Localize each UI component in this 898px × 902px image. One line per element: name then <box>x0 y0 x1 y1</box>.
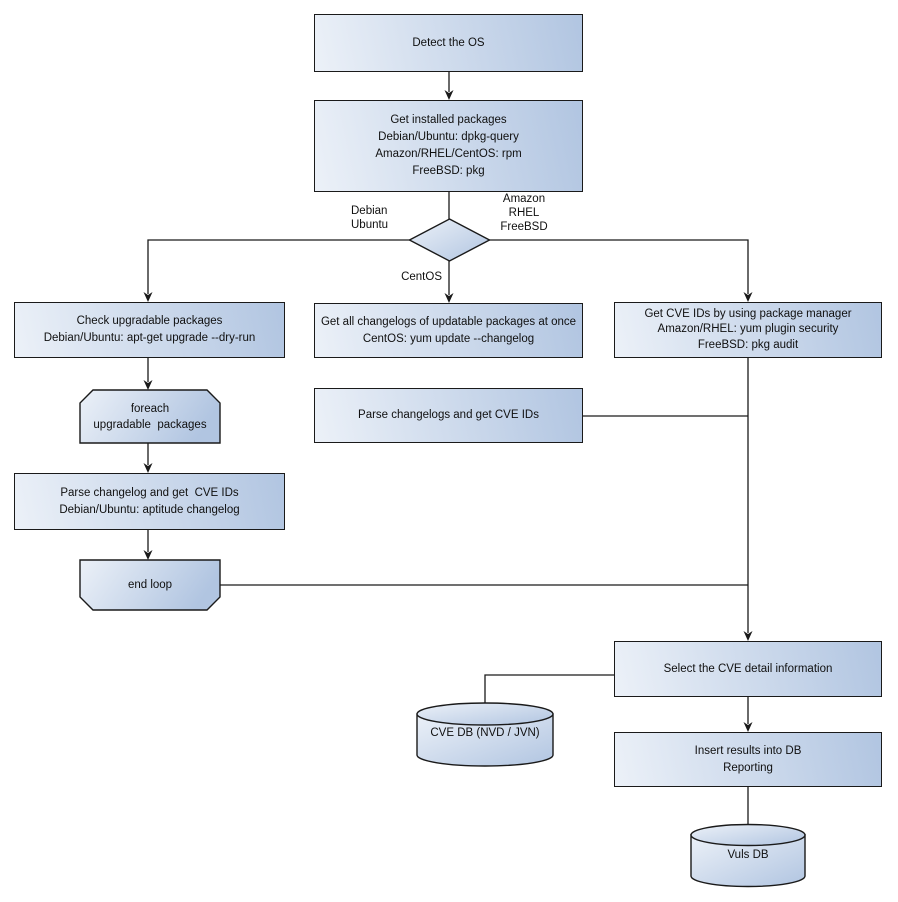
node-text-line: Amazon/RHEL/CentOS: rpm <box>375 148 522 160</box>
foreach-loop-shape <box>79 389 221 444</box>
node-check-upgradable: Check upgradable packages Debian/Ubuntu:… <box>14 302 285 358</box>
edge-label-debian-ubuntu: Debian Ubuntu <box>351 205 401 233</box>
node-text-line: foreach <box>130 402 170 415</box>
node-text-line: Debian/Ubuntu: dpkg-query <box>378 131 519 143</box>
node-text-line: Get installed packages <box>390 114 507 126</box>
arrowhead <box>444 293 454 303</box>
arrowhead <box>444 90 454 100</box>
node-insert-results: Insert results into DB Reporting <box>614 732 882 787</box>
arrowhead <box>143 550 153 560</box>
cve-db-cylinder-body <box>416 713 554 767</box>
arrowhead <box>743 631 753 641</box>
edge-decision-to-get-cve-ids <box>489 239 749 294</box>
node-text-line: Amazon/RHEL: yum plugin security <box>657 323 839 336</box>
node-text-line: CVE DB (NVD / JVN) <box>430 727 540 739</box>
arrowhead <box>143 292 153 302</box>
arrowhead <box>743 722 753 732</box>
edge-label-line: RHEL <box>508 206 540 219</box>
node-text-line: Parse changelog and get CVE IDs <box>60 486 239 499</box>
node-text-line: Parse changelogs and get CVE IDs <box>358 409 539 421</box>
node-text-line: Vuls DB <box>727 849 769 861</box>
node-get-all-changelogs: Get all changelogs of updatable packages… <box>314 303 583 358</box>
vuls-db-cylinder-top <box>690 823 806 847</box>
node-text-line: upgradable packages <box>93 418 207 431</box>
node-get-cve-ids-pkg-manager: Get CVE IDs by using package manager Ama… <box>614 302 882 358</box>
node-text-line: Select the CVE detail information <box>663 662 833 675</box>
node-detect-os: Detect the OS <box>314 14 583 72</box>
node-parse-changelogs-centos: Parse changelogs and get CVE IDs <box>314 388 583 443</box>
edge-label-line: FreeBSD <box>500 220 548 233</box>
node-select-cve-detail: Select the CVE detail information <box>614 641 882 697</box>
node-foreach-label: foreach upgradable packages <box>80 390 220 443</box>
edge-label-centos: CentOS <box>386 271 442 285</box>
node-text-line: end loop <box>127 579 173 591</box>
edge-decision-to-check-upgradable <box>147 239 410 294</box>
edge-label-line: CentOS <box>401 271 442 283</box>
node-parse-changelog-deb: Parse changelog and get CVE IDs Debian/U… <box>14 473 285 530</box>
node-text-line: Check upgradable packages <box>76 315 223 327</box>
node-end-loop-label: end loop <box>80 560 220 610</box>
vuls-db-cylinder-body <box>690 834 806 888</box>
cve-db-cylinder-top <box>416 702 554 726</box>
edge-label-line: Ubuntu <box>351 218 389 231</box>
node-text-line: Get CVE IDs by using package manager <box>644 307 852 320</box>
edge-label-amazon-rhel-freebsd: Amazon RHEL FreeBSD <box>495 193 553 234</box>
node-text-line: Debian/Ubuntu: aptitude changelog <box>59 503 240 516</box>
node-text-line: CentOS: yum update --changelog <box>362 332 535 345</box>
arrowhead <box>743 292 753 302</box>
node-text-line: Get all changelogs of updatable packages… <box>320 315 577 328</box>
node-text-line: FreeBSD: pkg <box>412 165 485 177</box>
node-get-installed-packages: Get installed packages Debian/Ubuntu: dp… <box>314 100 583 192</box>
node-vuls-db-label: Vuls DB <box>691 830 805 880</box>
node-text-line: Insert results into DB <box>694 744 802 757</box>
arrowhead <box>143 380 153 390</box>
node-text-line: FreeBSD: pkg audit <box>697 338 799 351</box>
edge-label-line: Debian <box>351 205 388 217</box>
edge-label-line: Amazon <box>502 193 546 205</box>
end-loop-shape <box>79 559 221 611</box>
arrowhead <box>143 463 153 473</box>
os-decision-diamond <box>407 218 492 262</box>
edge-cvedb-to-select <box>484 674 614 703</box>
node-cve-db-label: CVE DB (NVD / JVN) <box>417 707 553 759</box>
node-text-line: Reporting <box>723 761 773 774</box>
node-text-line: Detect the OS <box>412 36 485 49</box>
node-text-line: Debian/Ubuntu: apt-get upgrade --dry-run <box>43 332 256 344</box>
